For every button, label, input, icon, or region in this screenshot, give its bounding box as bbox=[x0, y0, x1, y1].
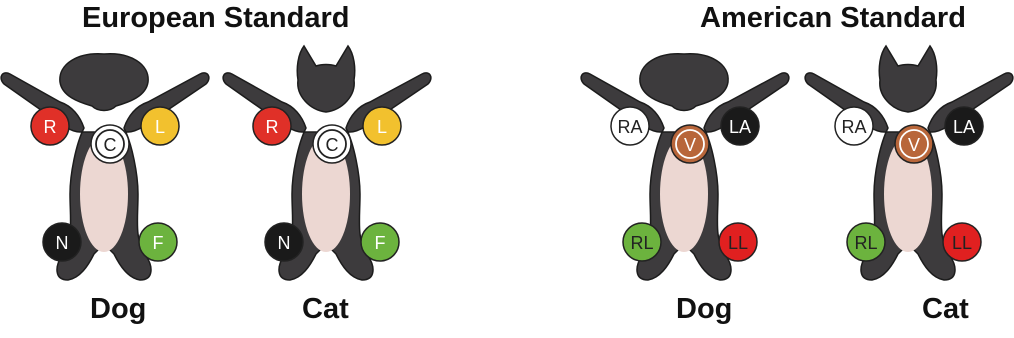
electrode-label: N bbox=[56, 233, 69, 253]
electrode-label: R bbox=[266, 117, 279, 137]
electrode-ra: RA bbox=[834, 106, 874, 146]
electrode-ra: RA bbox=[610, 106, 650, 146]
electrode-la: LA bbox=[720, 106, 760, 146]
animal-silhouette: R L C N F bbox=[0, 53, 210, 281]
electrode-label: R bbox=[44, 117, 57, 137]
electrode-label: V bbox=[908, 135, 920, 155]
electrode-label: L bbox=[377, 117, 387, 137]
electrode-rl: RL bbox=[846, 222, 886, 262]
american-cat-figure: RA LA V RL LL bbox=[804, 44, 1014, 294]
chest-area bbox=[302, 136, 350, 252]
electrode-la: LA bbox=[944, 106, 984, 146]
dog-head bbox=[639, 53, 729, 112]
electrode-label: RA bbox=[617, 117, 642, 137]
electrode-l: L bbox=[362, 106, 402, 146]
electrode-rl: RL bbox=[622, 222, 662, 262]
electrode-f: F bbox=[138, 222, 178, 262]
electrode-c: C bbox=[312, 124, 352, 164]
american-dog-figure: RA LA V RL LL bbox=[580, 44, 790, 294]
electrode-label: LA bbox=[953, 117, 975, 137]
electrode-n: N bbox=[264, 222, 304, 262]
cat-head bbox=[296, 44, 356, 113]
electrode-r: R bbox=[252, 106, 292, 146]
american-cat-caption: Cat bbox=[922, 293, 969, 325]
european-dog-caption: Dog bbox=[90, 293, 147, 325]
animal-silhouette: R L C N F bbox=[222, 44, 432, 281]
electrode-n: N bbox=[42, 222, 82, 262]
electrode-label: RL bbox=[630, 233, 653, 253]
electrode-label: C bbox=[104, 135, 117, 155]
electrode-label: F bbox=[153, 233, 164, 253]
european-dog-figure: R L C N F bbox=[0, 44, 210, 294]
electrode-v: V bbox=[670, 124, 710, 164]
electrode-v: V bbox=[894, 124, 934, 164]
electrode-label: N bbox=[278, 233, 291, 253]
american-standard-title: American Standard bbox=[700, 2, 966, 34]
animal-silhouette: RA LA V RL LL bbox=[580, 53, 790, 281]
electrode-f: F bbox=[360, 222, 400, 262]
electrode-label: RL bbox=[854, 233, 877, 253]
animal-silhouette: RA LA V RL LL bbox=[804, 44, 1014, 281]
electrode-l: L bbox=[140, 106, 180, 146]
electrode-ll: LL bbox=[718, 222, 758, 262]
electrode-label: L bbox=[155, 117, 165, 137]
american-dog-caption: Dog bbox=[676, 293, 733, 325]
electrode-ll: LL bbox=[942, 222, 982, 262]
european-cat-caption: Cat bbox=[302, 293, 349, 325]
electrode-label: C bbox=[326, 135, 339, 155]
electrode-label: V bbox=[684, 135, 696, 155]
electrode-r: R bbox=[30, 106, 70, 146]
european-cat-figure: R L C N F bbox=[222, 44, 432, 294]
electrode-label: LL bbox=[952, 233, 972, 253]
chest-area bbox=[80, 136, 128, 252]
electrode-label: LA bbox=[729, 117, 751, 137]
cat-head bbox=[878, 44, 938, 113]
european-standard-title: European Standard bbox=[82, 2, 350, 34]
electrode-label: RA bbox=[841, 117, 866, 137]
chest-area bbox=[884, 136, 932, 252]
electrode-label: F bbox=[375, 233, 386, 253]
chest-area bbox=[660, 136, 708, 252]
electrode-c: C bbox=[90, 124, 130, 164]
dog-head bbox=[59, 53, 149, 112]
electrode-label: LL bbox=[728, 233, 748, 253]
